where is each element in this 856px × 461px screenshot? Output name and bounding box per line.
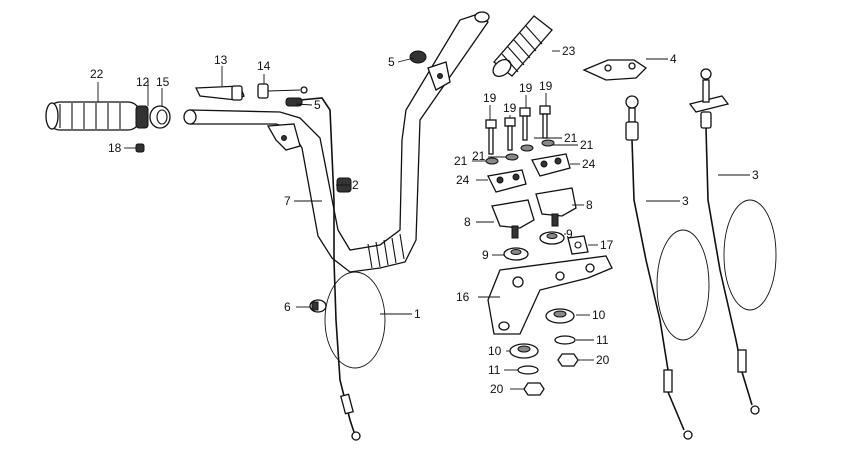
clamp-part-5-top xyxy=(409,50,427,64)
callout-1: 1 xyxy=(414,307,421,321)
callout-21-b: 21 xyxy=(580,138,594,152)
callout-21-d: 21 xyxy=(472,149,486,163)
callout-15: 15 xyxy=(156,75,170,89)
throttle-cable-part-1 xyxy=(299,97,386,441)
callout-19-a: 19 xyxy=(483,91,497,105)
collar-part-15 xyxy=(149,105,171,129)
callout-9-left: 9 xyxy=(482,248,489,262)
callout-21-c: 21 xyxy=(454,154,468,168)
washers-part-21 xyxy=(485,139,555,165)
callout-5-left: 5 xyxy=(314,98,321,112)
throttle-sleeve-part-12 xyxy=(135,105,149,129)
callout-7: 7 xyxy=(284,194,291,208)
callout-3-left: 3 xyxy=(682,194,689,208)
callout-6: 6 xyxy=(284,300,291,314)
lower-holder-part-8-b xyxy=(535,187,577,227)
bracket-part-17 xyxy=(567,235,589,255)
bolt-part-19-d xyxy=(539,105,551,139)
callout-23: 23 xyxy=(562,44,576,58)
callout-20-right: 20 xyxy=(596,353,610,367)
nut-part-20-b xyxy=(523,382,545,396)
callout-18: 18 xyxy=(108,141,122,155)
washer-part-11-a xyxy=(554,335,576,345)
cable-part-3-right xyxy=(688,68,777,415)
callout-8-right: 8 xyxy=(586,198,593,212)
callout-10-right: 10 xyxy=(592,308,606,322)
nut-part-20-a xyxy=(557,353,579,367)
upper-holder-part-24-b xyxy=(531,153,571,177)
bolt-part-19-c xyxy=(519,107,531,141)
clamp-part-5-left xyxy=(285,97,303,107)
callout-16: 16 xyxy=(456,290,470,304)
bracket-part-4 xyxy=(582,59,648,81)
left-grip-part-22 xyxy=(45,101,141,131)
lower-holder-part-8-a xyxy=(491,199,535,239)
cable-clip-part-6 xyxy=(309,299,327,313)
callout-8-left: 8 xyxy=(464,215,471,229)
callout-5-top: 5 xyxy=(388,55,395,69)
callout-13: 13 xyxy=(214,53,228,67)
screw-part-18 xyxy=(135,143,145,153)
washer-part-11-b xyxy=(517,365,539,375)
callout-12: 12 xyxy=(136,75,150,89)
callout-21-a: 21 xyxy=(564,131,578,145)
callout-14: 14 xyxy=(257,59,271,73)
callout-10-left: 10 xyxy=(488,344,502,358)
cable-adjuster-part-14 xyxy=(257,83,308,99)
throttle-housing-part-13 xyxy=(194,85,245,101)
cushion-part-10-a xyxy=(545,308,575,324)
callout-3-right: 3 xyxy=(752,168,759,182)
callout-19-b: 19 xyxy=(503,101,517,115)
right-grip-part-23 xyxy=(492,15,553,78)
callout-2: 2 xyxy=(352,178,359,192)
leader-lines xyxy=(97,50,750,390)
top-bridge-part-16 xyxy=(487,255,613,335)
callout-24-left: 24 xyxy=(456,173,470,187)
callout-24-right: 24 xyxy=(582,157,596,171)
callout-9-right: 9 xyxy=(566,227,573,241)
bolt-part-19-b xyxy=(504,117,516,151)
cushion-part-9-b xyxy=(539,231,565,245)
callout-20-left: 20 xyxy=(490,382,504,396)
cushion-part-9-a xyxy=(503,247,529,261)
callout-11-right: 11 xyxy=(596,333,609,347)
cable-part-3-left xyxy=(625,95,710,440)
bolt-part-19-a xyxy=(485,119,497,155)
cushion-part-10-b xyxy=(509,343,539,359)
callout-4: 4 xyxy=(670,52,677,66)
callout-19-d: 19 xyxy=(539,79,553,93)
callout-22: 22 xyxy=(90,67,104,81)
callout-19-c: 19 xyxy=(519,81,533,95)
handlebar-part-7 xyxy=(183,11,490,273)
callout-labels: 1 2 3 3 4 5 5 6 7 8 8 9 9 10 10 11 11 12… xyxy=(90,44,759,396)
upper-holder-part-24-a xyxy=(487,169,527,193)
callout-11-left: 11 xyxy=(488,363,501,377)
callout-17: 17 xyxy=(600,238,614,252)
